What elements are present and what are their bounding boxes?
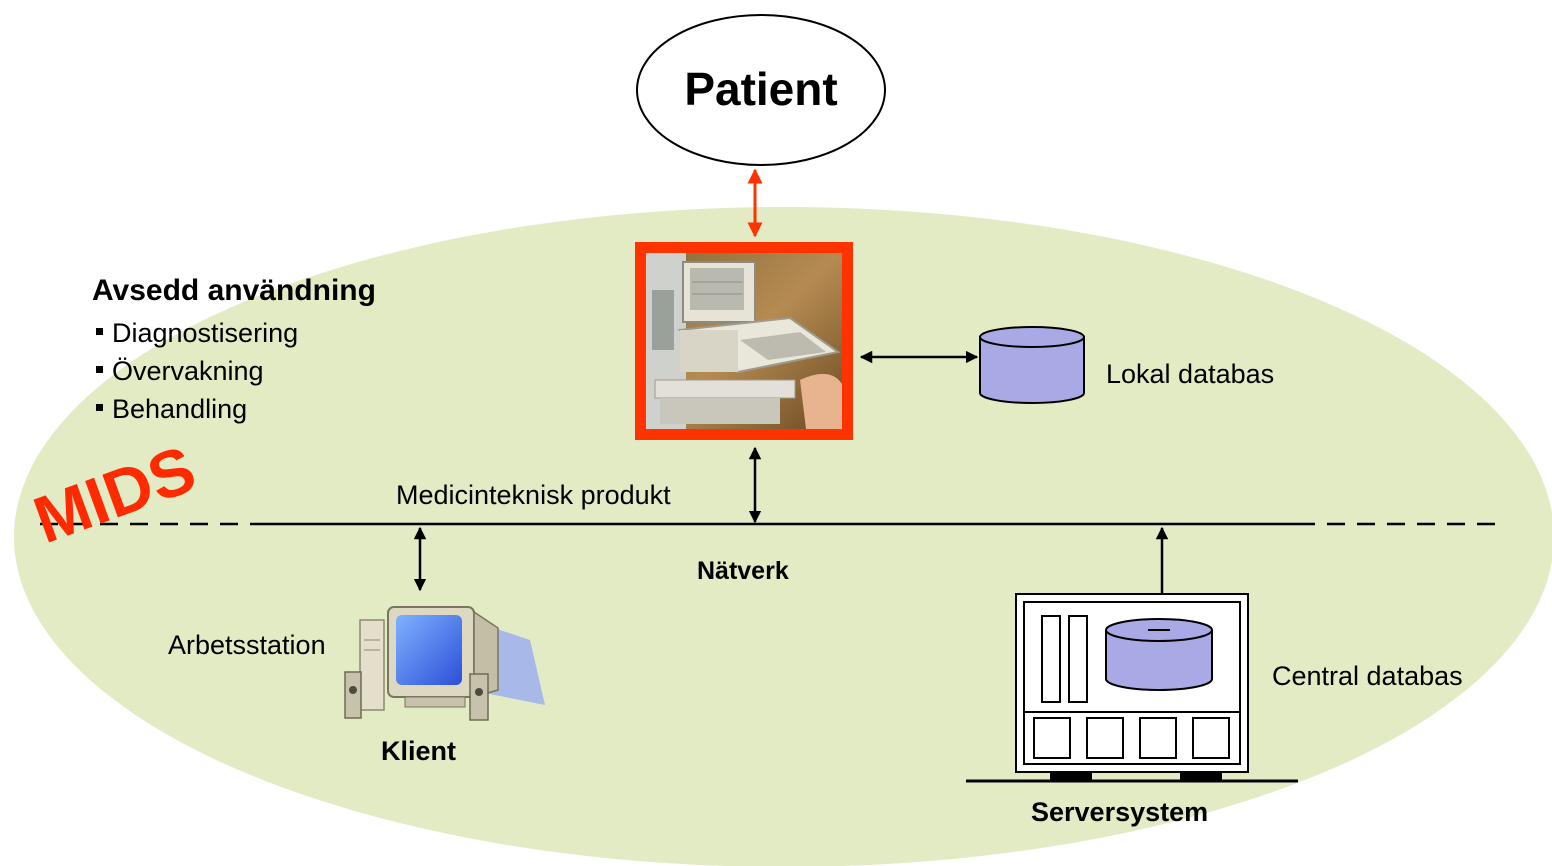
bullet-icon <box>96 404 103 412</box>
intended-use-title: Avsedd användning <box>92 274 376 307</box>
intended-use-item: Diagnostisering <box>96 318 298 349</box>
patient-node <box>636 14 886 166</box>
device-caption: Medicinteknisk produkt <box>396 480 671 510</box>
central-database-label: Central databas <box>1272 661 1463 691</box>
client-caption: Klient <box>381 736 457 766</box>
server-system-icon <box>966 593 1298 783</box>
patient-label: Patient <box>684 63 838 115</box>
workstation-label: Arbetsstation <box>168 630 326 660</box>
local-database-icon <box>979 326 1085 404</box>
workstation-computer-icon <box>344 606 545 721</box>
medical-device-image <box>635 242 853 440</box>
local-database-label: Lokal databas <box>1106 359 1275 389</box>
intended-use-item-label: Diagnostisering <box>112 318 299 348</box>
intended-use-item: Övervakning <box>96 356 264 387</box>
server-caption: Serversystem <box>1031 797 1209 827</box>
intended-use-item-label: Behandling <box>112 394 248 424</box>
intended-use-item: Behandling <box>96 394 247 425</box>
bullet-icon <box>96 366 103 374</box>
intended-use-item-label: Övervakning <box>112 356 264 386</box>
network-label: Nätverk <box>697 557 789 585</box>
bullet-icon <box>96 328 103 336</box>
